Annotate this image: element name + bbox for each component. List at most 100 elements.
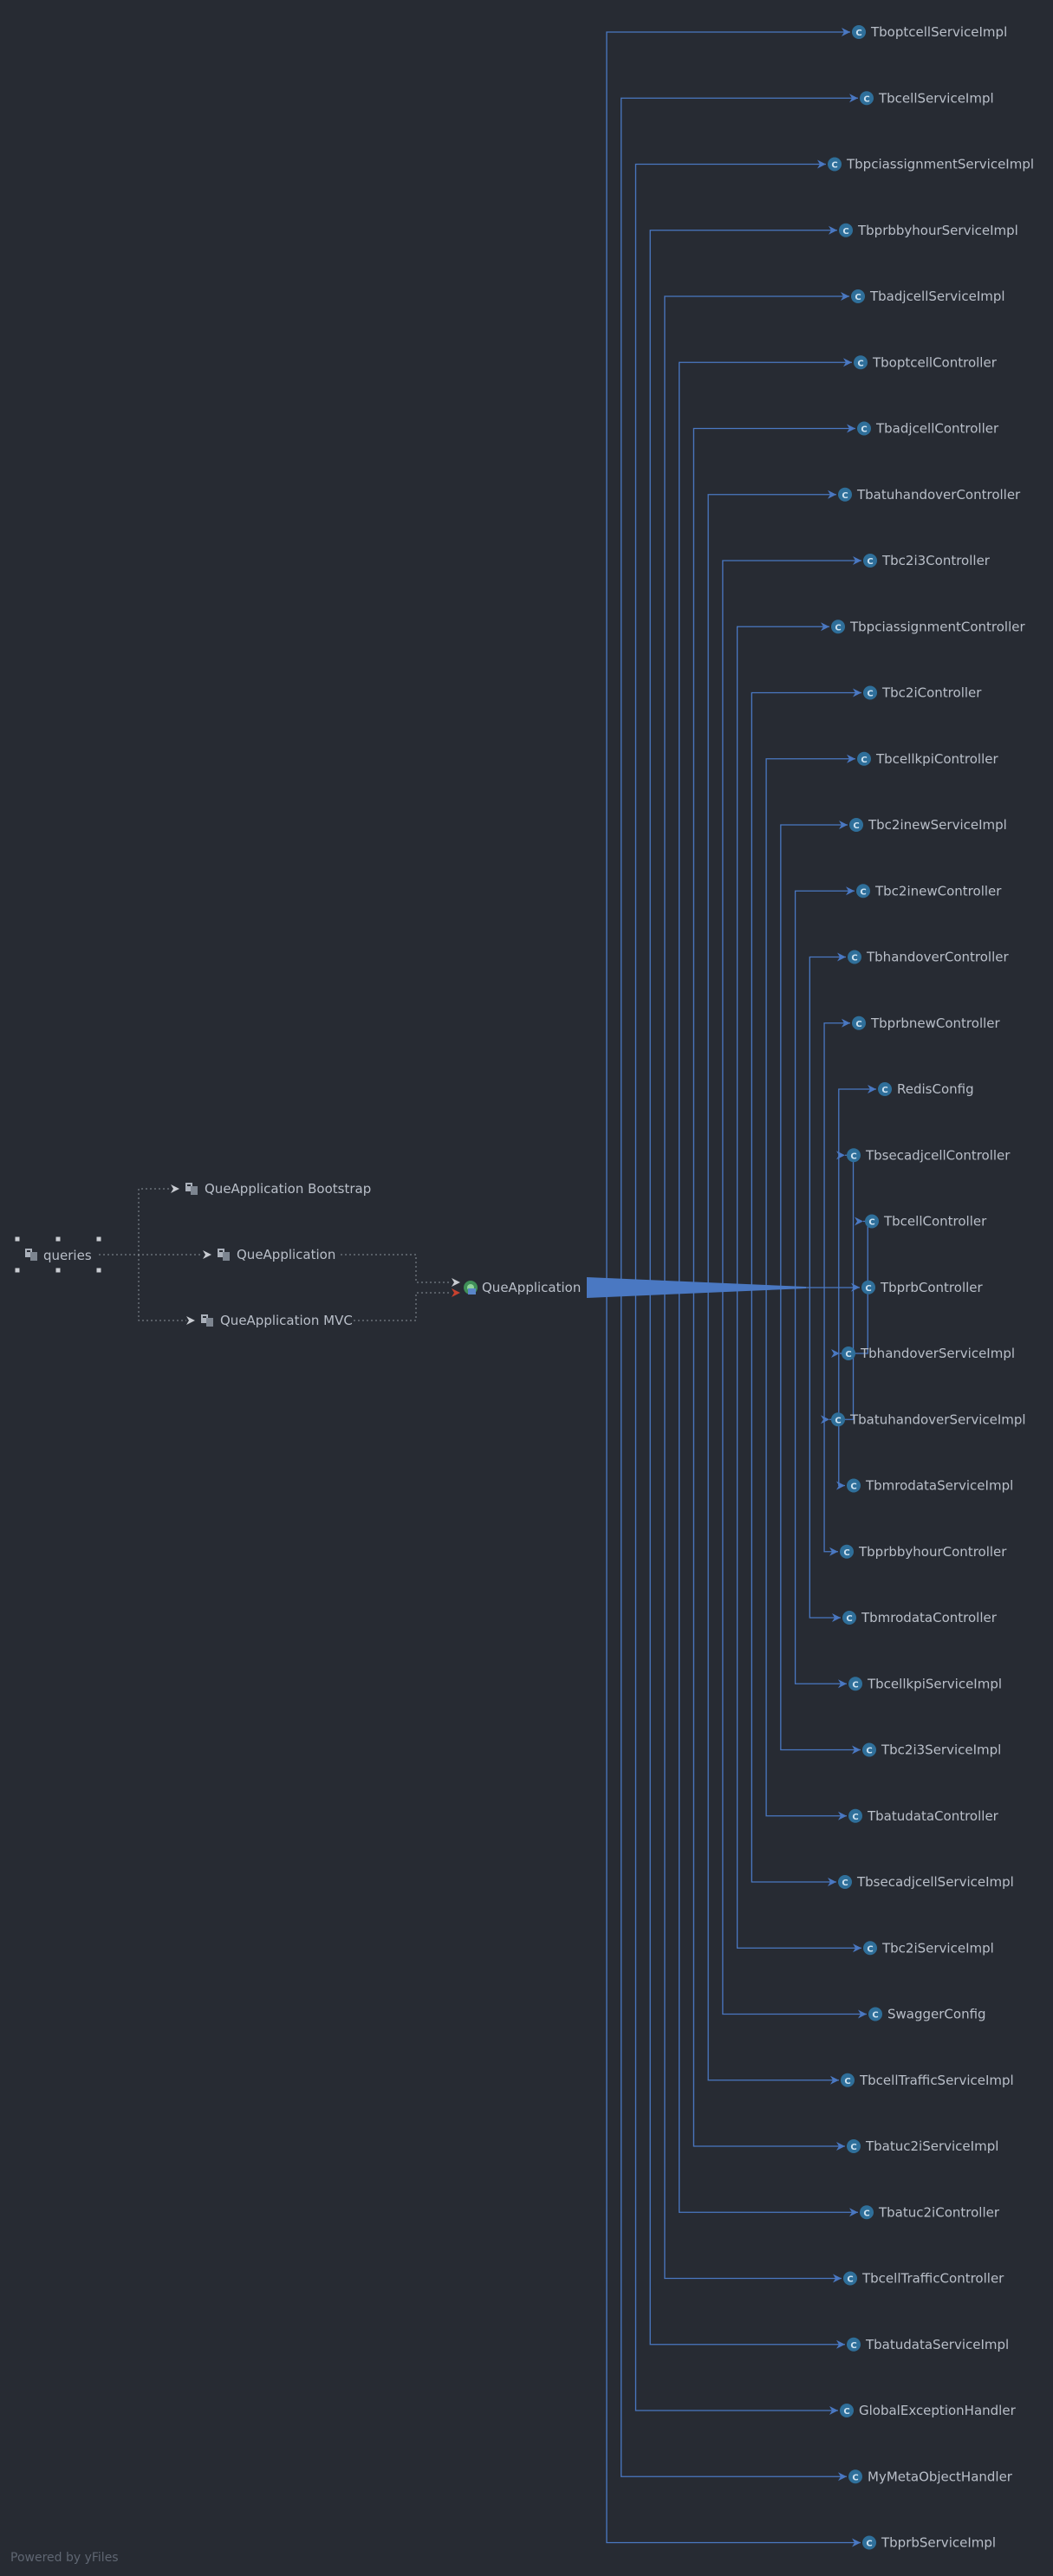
class-label[interactable]: TbcellController bbox=[883, 1214, 987, 1230]
selection-handle[interactable] bbox=[15, 1268, 20, 1273]
module-label[interactable]: QueApplication Bootstrap bbox=[205, 1181, 371, 1197]
class-node-tbatuhandover-service-impl[interactable]: C TbatuhandoverServiceImpl bbox=[831, 1411, 1026, 1427]
spring-boot-app-icon bbox=[464, 1281, 478, 1294]
class-node-tbcell-traffic-service-impl[interactable]: C TbcellTrafficServiceImpl bbox=[841, 2073, 1014, 2088]
class-label[interactable]: TbadjcellServiceImpl bbox=[869, 289, 1005, 304]
root-node-queries[interactable]: queries bbox=[15, 1236, 101, 1273]
class-label[interactable]: TbprbbyhourController bbox=[858, 1544, 1007, 1560]
class-label[interactable]: TbsecadjcellController bbox=[865, 1147, 1011, 1163]
class-icon: C bbox=[831, 1412, 845, 1427]
class-label[interactable]: TbpciassignmentController bbox=[849, 619, 1025, 634]
class-label[interactable]: TbcellkpiServiceImpl bbox=[867, 1676, 1002, 1691]
class-label[interactable]: Tbc2inewController bbox=[874, 883, 1002, 899]
class-label[interactable]: TbprbController bbox=[880, 1280, 984, 1295]
class-label[interactable]: TboptcellServiceImpl bbox=[870, 24, 1007, 40]
class-label[interactable]: TbcellkpiController bbox=[875, 751, 998, 767]
class-label[interactable]: TbcellServiceImpl bbox=[878, 90, 994, 106]
module-node-que-application[interactable]: QueApplication bbox=[218, 1247, 335, 1262]
class-label[interactable]: TbmrodataController bbox=[861, 1610, 998, 1625]
class-label[interactable]: TbatudataServiceImpl bbox=[865, 2337, 1009, 2352]
class-label[interactable]: RedisConfig bbox=[897, 1081, 974, 1097]
class-label[interactable]: SwaggerConfig bbox=[887, 2007, 986, 2022]
module-label[interactable]: QueApplication MVC bbox=[220, 1313, 353, 1328]
selection-handle[interactable] bbox=[55, 1236, 61, 1242]
selection-handle[interactable] bbox=[96, 1268, 101, 1273]
class-label[interactable]: TbadjcellController bbox=[875, 421, 999, 437]
class-label[interactable]: TboptcellController bbox=[872, 354, 998, 370]
class-label[interactable]: Tbc2iController bbox=[881, 685, 982, 701]
class-label[interactable]: Tbc2iServiceImpl bbox=[881, 1940, 994, 1956]
class-label[interactable]: Tbc2i3ServiceImpl bbox=[881, 1742, 1001, 1758]
class-label[interactable]: GlobalExceptionHandler bbox=[859, 2403, 1017, 2418]
class-label[interactable]: TbcellTrafficServiceImpl bbox=[859, 2073, 1014, 2088]
module-label[interactable]: QueApplication bbox=[237, 1247, 335, 1262]
edge-arrowhead bbox=[841, 292, 849, 301]
selection-handle[interactable] bbox=[96, 1236, 101, 1242]
class-label[interactable]: Tbatuc2iServiceImpl bbox=[865, 2138, 998, 2154]
app-label[interactable]: QueApplication bbox=[482, 1280, 581, 1295]
svg-text:C: C bbox=[844, 2077, 850, 2086]
class-label[interactable]: TbprbbyhourServiceImpl bbox=[857, 223, 1018, 238]
class-label[interactable]: TbatudataController bbox=[867, 1808, 999, 1824]
class-label[interactable]: TbprbnewController bbox=[870, 1015, 1001, 1031]
class-label[interactable]: TbatuhandoverServiceImpl bbox=[849, 1411, 1026, 1427]
class-label[interactable]: TbatuhandoverController bbox=[856, 487, 1021, 503]
class-label[interactable]: TbpciassignmentServiceImpl bbox=[846, 157, 1034, 172]
class-node-tbhandover-service-impl[interactable]: C TbhandoverServiceImpl bbox=[842, 1346, 1015, 1361]
class-label[interactable]: Tbatuc2iController bbox=[878, 2204, 1000, 2220]
class-label[interactable]: Tbc2inewServiceImpl bbox=[868, 817, 1007, 833]
selection-handle[interactable] bbox=[55, 1268, 61, 1273]
class-label[interactable]: TbhandoverController bbox=[866, 950, 1009, 965]
class-label[interactable]: TbsecadjcellServiceImpl bbox=[856, 1874, 1014, 1890]
selection-handle[interactable] bbox=[15, 1236, 20, 1242]
root-label[interactable]: queries bbox=[43, 1248, 92, 1263]
class-label[interactable]: TbcellTrafficController bbox=[861, 2271, 1004, 2287]
class-label[interactable]: Tbc2i3Controller bbox=[881, 553, 991, 568]
class-label[interactable]: TbhandoverServiceImpl bbox=[860, 1346, 1015, 1361]
class-label[interactable]: MyMetaObjectHandler bbox=[868, 2469, 1013, 2484]
svg-text:C: C bbox=[845, 1350, 851, 1359]
app-node-queapplication[interactable]: QueApplication bbox=[464, 1280, 581, 1295]
class-label[interactable]: TbprbServiceImpl bbox=[881, 2535, 996, 2551]
module-node-que-application-bootstrap[interactable]: QueApplication Bootstrap bbox=[185, 1181, 371, 1197]
class-label[interactable]: TbmrodataServiceImpl bbox=[865, 1478, 1013, 1494]
module-node-que-application-mvc[interactable]: QueApplication MVC bbox=[201, 1313, 353, 1328]
app-arrowhead bbox=[452, 1278, 460, 1287]
